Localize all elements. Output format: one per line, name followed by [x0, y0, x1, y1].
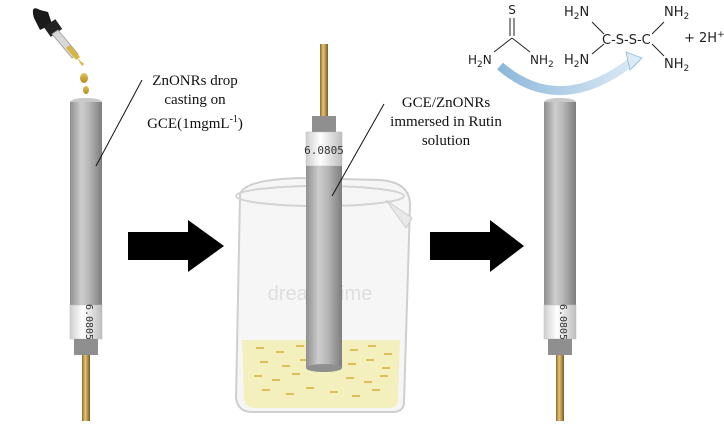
step2-line2: immersed in Rutin	[390, 114, 502, 130]
product-h2n-bottom: H2N	[564, 53, 589, 70]
drop-2	[83, 86, 89, 94]
drop	[80, 73, 88, 83]
pointer-line-1	[95, 79, 143, 167]
dropper-tip	[77, 58, 84, 66]
electrode-1-collar	[74, 339, 98, 355]
electrode-3: 6.0805	[543, 98, 577, 421]
curved-arrow	[497, 56, 637, 96]
electrode-2-body	[306, 166, 342, 368]
electrode-2: 6.0805	[304, 44, 344, 372]
step1-label: ZnONRs drop casting on GCE(1mgmL-1)	[130, 72, 260, 134]
electrode-3-collar	[548, 339, 572, 355]
step1-line2: casting on	[164, 92, 226, 108]
product-h2n-top: H2N	[564, 5, 589, 22]
electrode-1-band	[69, 304, 103, 340]
rutin-solution	[242, 340, 400, 408]
electrode-3-pin	[556, 355, 564, 421]
step2-label: GCE/ZnONRs immersed in Rutin solution	[372, 94, 520, 151]
electrode-1: 6.0805	[69, 98, 103, 421]
disulfide-product: H2N H2N C-S-S-C NH2 NH2 + 2H+	[564, 5, 724, 74]
electrode-1-pin	[82, 355, 90, 421]
electrode-2-band	[305, 131, 343, 167]
electrode-3-band	[543, 304, 577, 340]
step1-line3: GCE(1mgmL-1)	[147, 114, 243, 132]
curved-arrow-head	[625, 51, 643, 71]
process-arrow-2	[430, 220, 524, 272]
electrode-2-pin	[320, 44, 328, 116]
thiourea-nh2: NH2	[530, 53, 554, 70]
thiourea-h2n: H2N	[468, 53, 492, 70]
product-nh2-top: NH2	[664, 5, 689, 22]
solution-particles	[254, 345, 392, 397]
electrode-2-collar	[312, 116, 336, 132]
product-nh2-bottom: NH2	[664, 57, 689, 74]
process-arrow-1	[128, 220, 224, 272]
dropper	[32, 8, 89, 94]
electrode-2-tip	[306, 364, 342, 372]
electrode-3-body	[544, 102, 576, 322]
step1-line1: ZnONRs drop	[152, 73, 238, 89]
dropper-collar	[43, 19, 63, 37]
pointer-line-2	[331, 103, 385, 197]
thiourea-s: S	[508, 3, 516, 17]
thiourea: S H2N NH2	[468, 3, 554, 70]
proton-term: + 2H+	[684, 30, 724, 46]
beaker-spout	[385, 199, 413, 229]
electrode-1-serial: 6.0805	[83, 304, 94, 340]
electrode-1-body	[70, 102, 102, 322]
step2-line1: GCE/ZnONRs	[401, 95, 491, 111]
electrode-2-serial: 6.0805	[304, 144, 344, 157]
reaction-scheme: S H2N NH2 H2N H2N C-S-S-C NH2 NH2 + 2H+	[468, 3, 724, 96]
dropper-liquid	[66, 45, 80, 60]
step2-line3: solution	[421, 133, 471, 149]
dropper-bulb	[32, 8, 52, 30]
product-core: C-S-S-C	[602, 33, 651, 48]
electrode-3-serial: 6.0805	[557, 304, 568, 340]
